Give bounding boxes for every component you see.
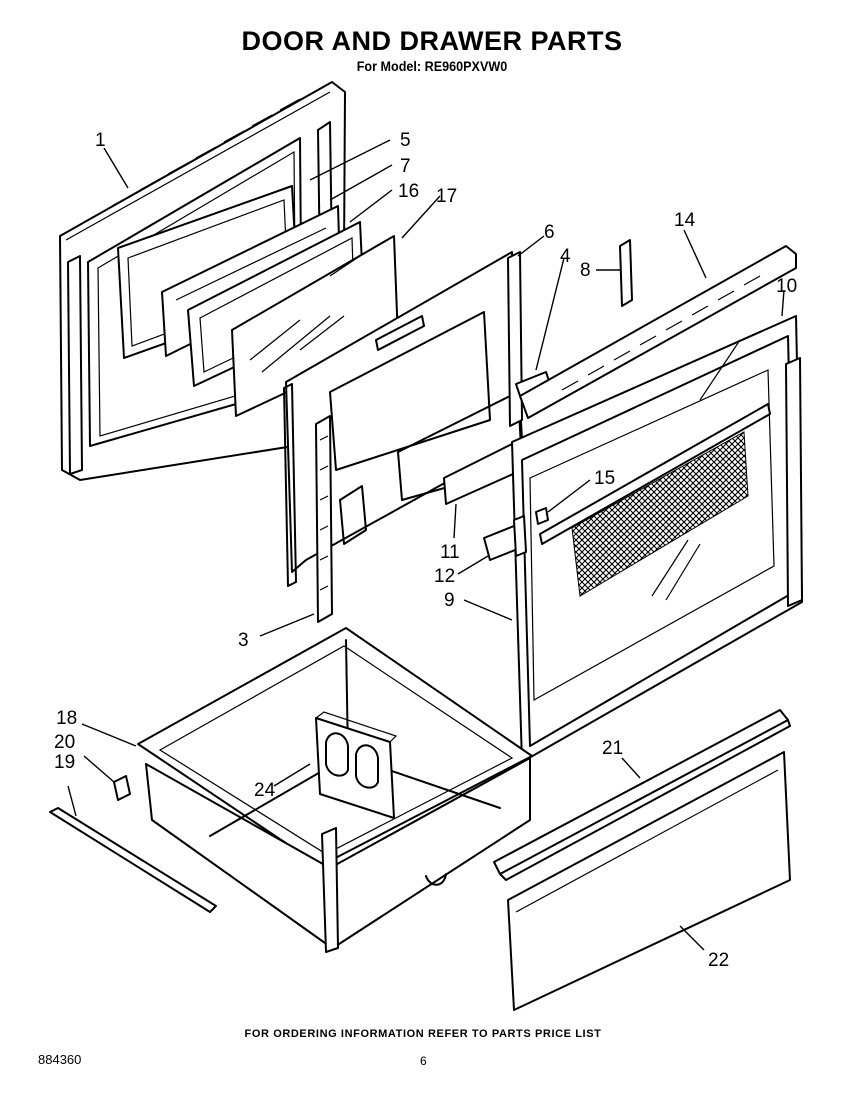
callout-8: 8	[580, 260, 591, 281]
hinge-channel-left	[283, 383, 333, 623]
callout-20: 20	[54, 732, 75, 753]
door-top-trim	[519, 245, 797, 419]
callout-labels: 1 5 7 16 17 6 4 8 14 10 15 11 12 9 3 18 …	[54, 130, 797, 971]
callout-1: 1	[95, 130, 106, 151]
page-title: DOOR AND DRAWER PARTS	[241, 26, 623, 56]
leader-lines	[67, 139, 785, 951]
model-subtitle: For Model: RE960PXVW0	[356, 58, 508, 74]
small-bracket	[619, 239, 633, 307]
callout-14: 14	[674, 210, 696, 231]
page-number: 6	[420, 1054, 427, 1068]
callout-18: 18	[56, 708, 77, 729]
callout-11: 11	[440, 542, 460, 563]
callout-6: 6	[544, 222, 555, 243]
inner-door-liner	[285, 251, 523, 573]
drawer-front-panel	[507, 751, 791, 1011]
callout-7: 7	[400, 156, 411, 177]
callout-4: 4	[560, 246, 571, 267]
hinge-bracket	[483, 515, 527, 561]
drawer-clip	[113, 775, 131, 801]
callout-24: 24	[254, 780, 276, 801]
ordering-note: FOR ORDERING INFORMATION REFER TO PARTS …	[244, 1028, 602, 1040]
callout-12: 12	[434, 566, 455, 587]
document-number: 884360	[38, 1052, 82, 1067]
callout-19: 19	[54, 752, 75, 773]
callout-10: 10	[776, 276, 797, 297]
drawer-front-channel	[493, 709, 791, 881]
callout-21: 21	[602, 738, 623, 759]
callout-15: 15	[594, 468, 615, 489]
callout-16: 16	[398, 181, 419, 202]
drawer-divider	[315, 711, 398, 819]
drawer-rail	[49, 807, 217, 913]
callout-3: 3	[238, 630, 249, 651]
callout-5: 5	[400, 130, 411, 151]
small-clip	[535, 507, 549, 525]
outer-door-assembly	[511, 315, 803, 763]
callout-22: 22	[708, 950, 729, 971]
callout-17: 17	[436, 186, 457, 207]
callout-9: 9	[444, 590, 455, 611]
hinge-channel-right	[507, 251, 523, 427]
